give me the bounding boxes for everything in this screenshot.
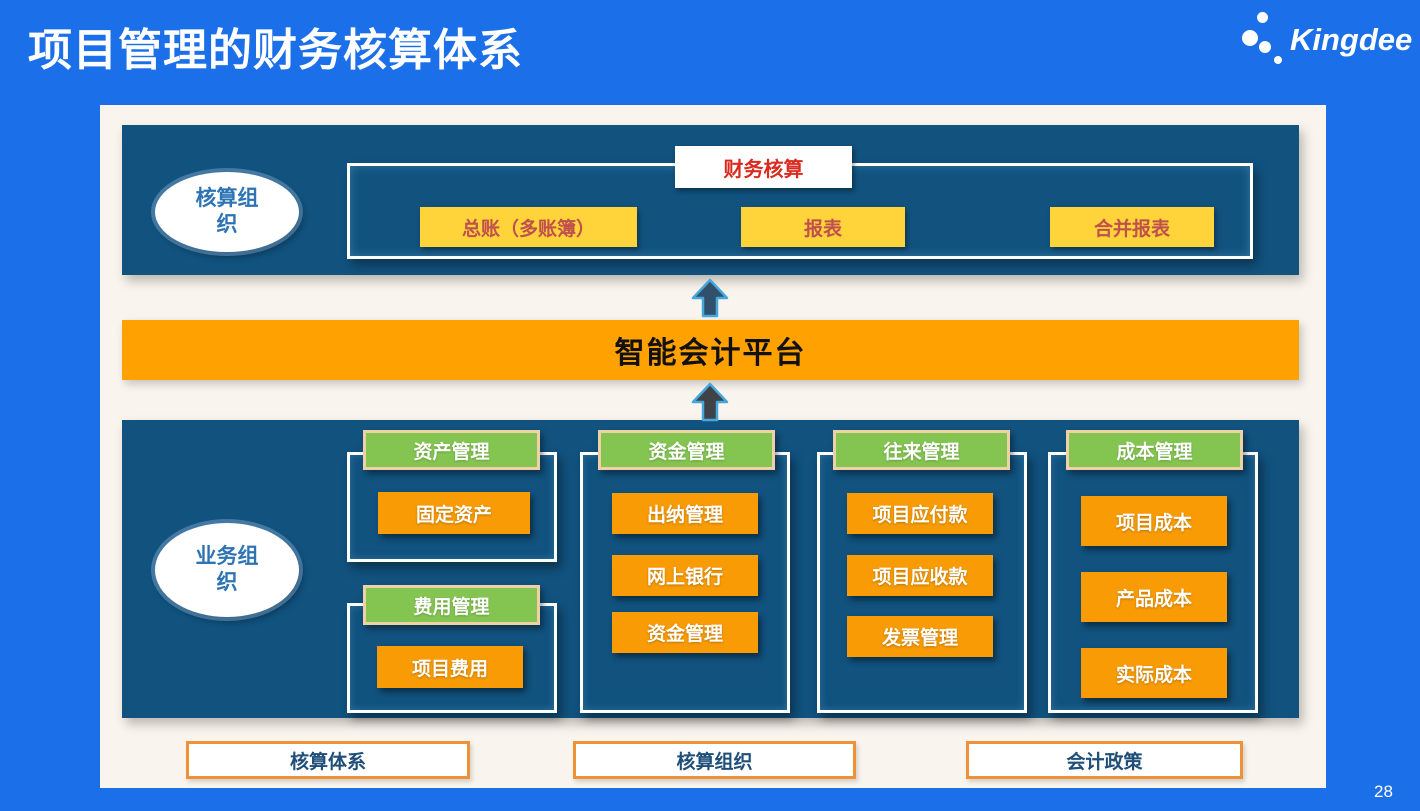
accounting-org-footer-box: 核算组织 <box>573 741 856 779</box>
fund-mgmt-box: 资金管理 <box>612 612 758 653</box>
accounting-org-ellipse: 核算组织 <box>155 172 299 252</box>
logo-wordmark: Kingdee <box>1290 22 1413 57</box>
expense-mgmt-header: 费用管理 <box>363 585 540 625</box>
logo-dot-icon <box>1242 30 1258 46</box>
consolidated-report-box: 合并报表 <box>1050 207 1214 247</box>
actual-cost-box: 实际成本 <box>1081 648 1227 698</box>
cashier-mgmt-box: 出纳管理 <box>612 493 758 534</box>
report-box: 报表 <box>741 207 905 247</box>
product-cost-box: 产品成本 <box>1081 572 1227 622</box>
page-number: 28 <box>1374 782 1393 801</box>
logo-dot-icon <box>1257 12 1268 23</box>
smart-accounting-platform-banner: 智能会计平台 <box>122 320 1299 380</box>
accounting-org-label: 核算组织 <box>195 186 259 236</box>
logo-dot-icon <box>1259 41 1271 53</box>
accounting-system-footer-box: 核算体系 <box>186 741 470 779</box>
fund-mgmt-header: 资金管理 <box>598 430 775 470</box>
business-org-ellipse: 业务组织 <box>155 523 299 617</box>
logo-dot-icon <box>1274 56 1282 64</box>
project-expense-box: 项目费用 <box>377 646 523 688</box>
transaction-mgmt-header: 往来管理 <box>833 430 1010 470</box>
general-ledger-box: 总账（多账簿） <box>420 207 637 247</box>
accounting-policy-footer-box: 会计政策 <box>966 741 1243 779</box>
invoice-mgmt-box: 发票管理 <box>847 616 993 657</box>
online-banking-box: 网上银行 <box>612 555 758 596</box>
project-payable-box: 项目应付款 <box>847 493 993 534</box>
up-arrow-icon <box>691 278 729 318</box>
cost-mgmt-header: 成本管理 <box>1066 430 1243 470</box>
kingdee-logo: Kingdee <box>1238 4 1414 74</box>
up-arrow-icon <box>691 382 729 422</box>
finance-accounting-box: 财务核算 <box>675 146 852 188</box>
fixed-asset-box: 固定资产 <box>378 492 530 534</box>
project-cost-box: 项目成本 <box>1081 496 1227 546</box>
slide-title: 项目管理的财务核算体系 <box>28 26 523 75</box>
project-receivable-box: 项目应收款 <box>847 555 993 596</box>
asset-mgmt-header: 资产管理 <box>363 430 540 470</box>
business-org-label: 业务组织 <box>195 544 259 594</box>
